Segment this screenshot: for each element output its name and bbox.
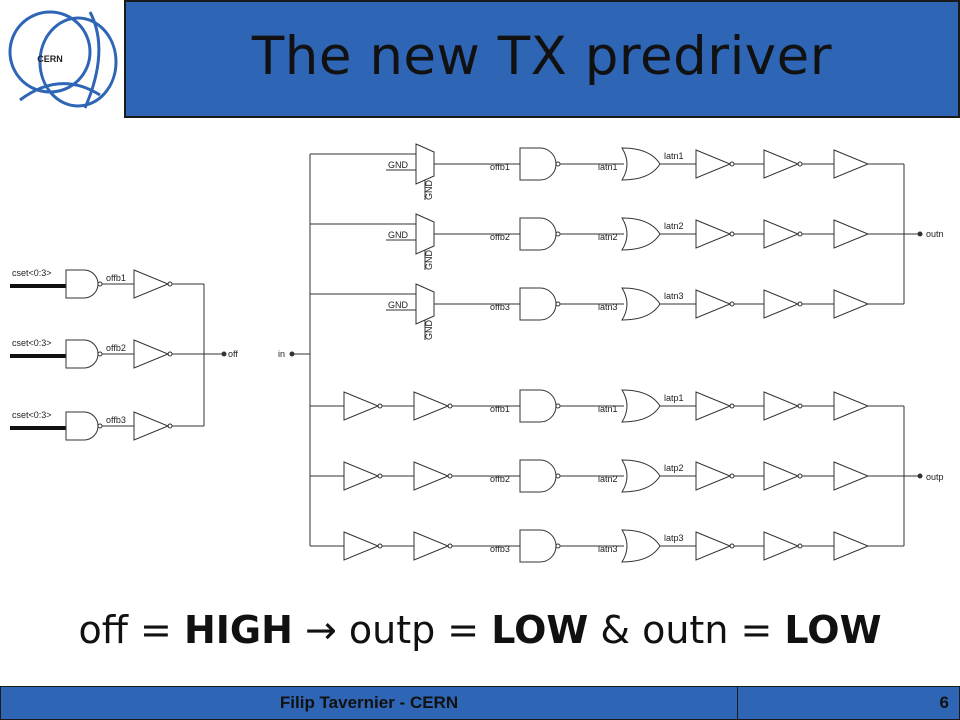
off-logic-circuit: cset<0:3> offb1 cset<0:3> offb2 cset<0:3…	[10, 268, 238, 441]
logo-text: CERN	[37, 54, 63, 64]
n-latn-label-1: latn1	[598, 162, 618, 172]
off-row-2: cset<0:3> offb2	[10, 338, 224, 369]
footer-bar: Filip Tavernier - CERN 6	[0, 686, 960, 720]
or-gate-n2	[621, 217, 661, 251]
and-gate-p2	[519, 459, 557, 493]
equation-part-3: & outn =	[588, 608, 785, 652]
or-gate-p2	[621, 459, 661, 493]
p-latn-label-3: latn3	[598, 544, 618, 554]
n-offb-label-3: offb3	[490, 302, 510, 312]
outp-row-3: offb3 latn3 latp3	[310, 529, 904, 563]
or-gate-n3	[621, 287, 661, 321]
cset-label-3: cset<0:3>	[12, 410, 52, 420]
cset-label-2: cset<0:3>	[12, 338, 52, 348]
gnd-label-n3: GND	[388, 300, 409, 310]
equation-part-1: off =	[78, 608, 184, 652]
and-gate-n3	[519, 287, 557, 321]
equation-low-1: LOW	[491, 608, 589, 652]
cset-label-1: cset<0:3>	[12, 268, 52, 278]
gnd-label-n1b: GND	[424, 180, 434, 201]
offb-label-2: offb2	[106, 343, 126, 353]
n-offb-label-2: offb2	[490, 232, 510, 242]
predriver-circuit: in GND GND offb1 latn1 latn1	[278, 143, 944, 563]
off-row-1: cset<0:3> offb1	[10, 268, 204, 299]
logic-equation: off = HIGH → outp = LOW & outn = LOW	[0, 608, 960, 652]
equation-high: HIGH	[183, 608, 293, 652]
n-offb-label-1: offb1	[490, 162, 510, 172]
offb-label-3: offb3	[106, 415, 126, 425]
page-title: The new TX predriver	[251, 26, 833, 87]
inverter-2	[133, 339, 170, 369]
page-number: 6	[939, 693, 949, 712]
inverter-3	[133, 411, 170, 441]
mux-n3	[415, 283, 435, 325]
outn-row-3: GND GND offb3 latn3 latn3	[310, 283, 904, 341]
off-row-3: cset<0:3> offb3	[10, 410, 204, 441]
p-lat-out-label-2: latp2	[664, 463, 684, 473]
in-label: in	[278, 349, 285, 359]
and-gate-p3	[519, 529, 557, 563]
p-lat-out-label-1: latp1	[664, 393, 684, 403]
gnd-label-n2: GND	[388, 230, 409, 240]
outp-label: outp	[926, 472, 944, 482]
gnd-label-n1: GND	[388, 160, 409, 170]
mux-n2	[415, 213, 435, 255]
p-lat-out-label-3: latp3	[664, 533, 684, 543]
n-latn-label-3: latn3	[598, 302, 618, 312]
nand-gate-1	[65, 269, 99, 299]
equation-part-2: → outp =	[292, 608, 492, 652]
and-gate-n2	[519, 217, 557, 251]
n-latn-label-2: latn2	[598, 232, 618, 242]
n-lat-out-label-3: latn3	[664, 291, 684, 301]
p-latn-label-1: latn1	[598, 404, 618, 414]
outp-row-1: offb1 latn1 latp1	[310, 389, 904, 423]
predriver-schematic: cset<0:3> offb1 cset<0:3> offb2 cset<0:3…	[10, 143, 944, 563]
offb-label-1: offb1	[106, 273, 126, 283]
off-output-label: off	[228, 349, 238, 359]
nand-gate-2	[65, 339, 99, 369]
outn-row-2: GND GND offb2 latn2 latn2	[310, 213, 920, 271]
equation-low-2: LOW	[784, 608, 882, 652]
or-gate-p1	[621, 389, 661, 423]
nand-gate-3	[65, 411, 99, 441]
inverter-1	[133, 269, 170, 299]
n-lat-out-label-1: latn1	[664, 151, 684, 161]
n-lat-out-label-2: latn2	[664, 221, 684, 231]
mux-n1	[415, 143, 435, 185]
outn-label: outn	[926, 229, 944, 239]
footer-author: Filip Tavernier - CERN	[279, 693, 459, 712]
outn-row-1: GND GND offb1 latn1 latn1	[310, 143, 904, 201]
p-offb-label-2: offb2	[490, 474, 510, 484]
p-offb-label-1: offb1	[490, 404, 510, 414]
p-latn-label-2: latn2	[598, 474, 618, 484]
outp-row-2: offb2 latn2 latp2	[310, 459, 920, 493]
gnd-label-n3b: GND	[424, 320, 434, 341]
gnd-label-n2b: GND	[424, 250, 434, 271]
and-gate-n1	[519, 147, 557, 181]
p-offb-label-3: offb3	[490, 544, 510, 554]
cern-logo: CERN	[0, 0, 122, 118]
and-gate-p1	[519, 389, 557, 423]
or-gate-p3	[621, 529, 661, 563]
or-gate-n1	[621, 147, 661, 181]
footer-divider	[737, 687, 738, 719]
title-bar: The new TX predriver	[124, 0, 960, 118]
